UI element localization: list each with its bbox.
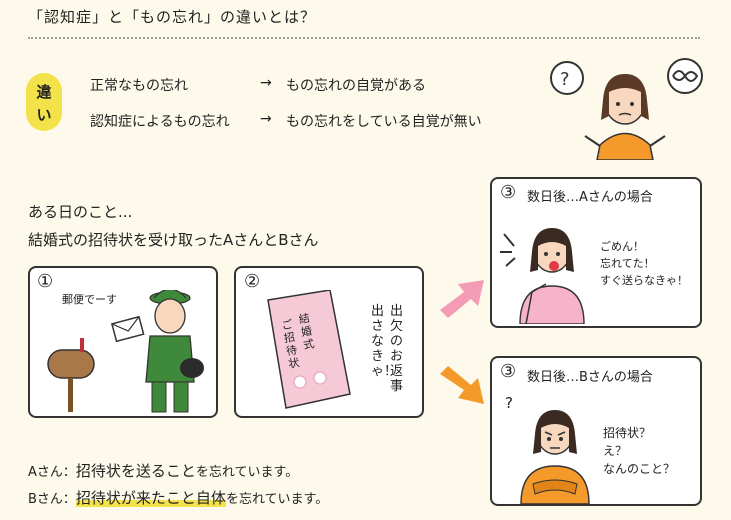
confused-woman-illustration: ? <box>550 58 703 160</box>
badge-char-1: 違 <box>36 83 52 101</box>
panel-2-speech-2: 出さなきゃ！ <box>371 304 398 379</box>
summary-b-rest: を忘れています。 <box>225 492 329 507</box>
dementia-forgetfulness-result: もの忘れをしている自覚が無い <box>286 114 482 130</box>
surprised-woman-illustration <box>500 228 585 324</box>
panel-1-number: ① <box>37 271 54 292</box>
arrow-2: → <box>260 111 272 127</box>
panel-4-number: ③ <box>500 361 517 382</box>
page-title: 「認知症」と「もの忘れ」の違いとは？ <box>28 8 317 26</box>
dotted-divider <box>28 37 700 39</box>
invitation-card-illustration <box>267 290 351 409</box>
panel-1-speech: 郵便でーす <box>62 293 117 306</box>
summary-b-bold: 招待状が来たこと自体 <box>75 489 226 507</box>
badge-char-2: い <box>36 106 52 124</box>
summary-a-bold: 招待状を送ること <box>75 462 196 480</box>
postman-illustration <box>47 290 204 413</box>
story-line-2: 結婚式の招待状を受け取ったAさんとBさん <box>28 231 319 249</box>
summary-a-rest: を忘れています。 <box>195 465 299 480</box>
panel-3-header: 数日後…Aさんの場合 <box>527 190 653 205</box>
summary-b-name: Bさん： <box>28 492 76 507</box>
normal-forgetfulness-result: もの忘れの自覚がある <box>286 78 426 94</box>
arrow-1: → <box>260 75 272 91</box>
panel-3-speech-2: 忘れてた！ <box>600 257 655 270</box>
panel-2-number: ② <box>244 271 261 292</box>
story-line-1: ある日のこと... <box>28 203 133 221</box>
panel-4-speech-2: え？ <box>603 444 628 458</box>
summary-a-name: Aさん： <box>28 465 76 480</box>
orange-arrow-icon <box>440 366 484 404</box>
normal-forgetfulness-label: 正常なもの忘れ <box>90 78 188 94</box>
panel-2-speech-1: 出欠のお返事 <box>390 304 404 394</box>
panel-4-header: 数日後…Bさんの場合 <box>527 370 653 385</box>
panel-4-speech-1: 招待状？ <box>603 426 652 440</box>
svg-text:?: ? <box>560 69 570 90</box>
panel-3-speech-1: ごめん！ <box>600 240 644 253</box>
summary-b: Bさん：招待状が来たこと自体を忘れています。 <box>28 487 328 508</box>
panel-4-question-mark: ? <box>505 394 513 412</box>
panel-3-number: ③ <box>500 182 517 203</box>
panel-4-speech-3: なんのこと？ <box>603 462 676 476</box>
panel-3-speech-3: すぐ送らなきゃ！ <box>600 274 688 287</box>
dementia-forgetfulness-label: 認知症によるもの忘れ <box>90 114 230 130</box>
difference-badge: 違 い <box>26 73 62 131</box>
puzzled-woman-illustration <box>520 410 590 504</box>
pink-arrow-icon <box>440 280 484 318</box>
summary-a: Aさん：招待状を送ることを忘れています。 <box>28 460 298 481</box>
